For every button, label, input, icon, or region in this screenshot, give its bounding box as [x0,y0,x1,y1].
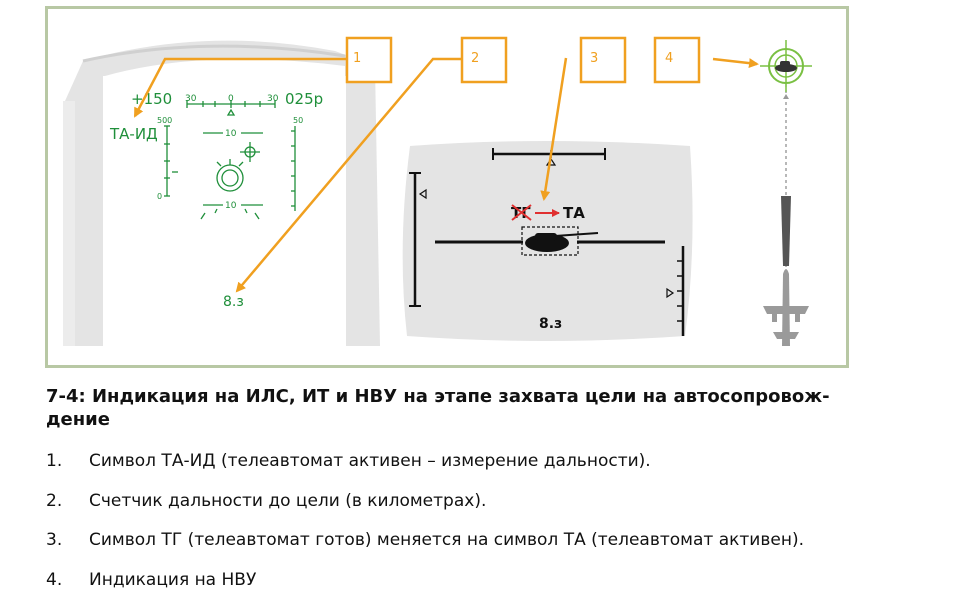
caption-line-1: 7-4: Индикация на ИЛС, ИТ и НВУ на этапе… [46,386,830,407]
hud-pitch-upper: 10 [225,129,237,139]
callouts: 1 2 3 4 [133,36,759,293]
hud-left-scale-top: 500 [157,116,172,125]
aircraft-icon [763,269,809,346]
list-item-number: 1. [46,451,63,471]
callout-2-arrow [235,57,462,293]
hud-altitude: +150 [131,90,172,108]
list-item-number: 4. [46,569,63,590]
tv-monitor [402,141,693,341]
hud-left-scale-bottom: 0 [157,192,162,201]
hud-range-readout: 8.з [223,294,244,310]
callout-1-arrow [133,57,347,118]
hud-frame [63,40,380,346]
ta-symbol: ТА [563,204,585,222]
hud-heading-tick-center: 0 [228,94,234,104]
hud-mode-label: ТА-ИД [109,125,158,143]
hud-heading-tick-right: 30 [267,94,279,104]
tv-monitor-text: ТГ ТА 8.з [511,204,585,332]
callout-4: 4 [665,51,673,66]
list-item-number: 3. [46,530,63,550]
hud-pitch-lower: 10 [225,201,237,211]
list-item-number: 2. [46,490,63,511]
illustration-panel: +150 025р ТА-ИД 30 0 30 10 10 500 0 50 8… [45,6,849,368]
figure-caption: 7-4: Индикация на ИЛС, ИТ и НВУ на этапе… [46,385,846,431]
hud-heading-tick-left: 30 [185,94,197,104]
list-item-text: Счетчик дальности до цели (в километрах)… [89,490,487,511]
hud-symbology [164,100,296,220]
tg-crossout [511,204,532,221]
callout-2: 2 [471,51,479,66]
callout-1: 1 [353,51,361,66]
tv-range-readout: 8.з [539,316,562,332]
caption-line-2: дение [46,409,111,430]
list-item-text: Символ ТГ (телеавтомат готов) меняется н… [89,530,804,550]
hud-heading-value: 025р [285,90,323,108]
hud-right-scale-top: 50 [293,116,303,125]
list-item-text: Индикация на НВУ [89,569,257,590]
callout-3-arrow [540,57,568,201]
callout-3: 3 [590,51,598,66]
nvu-indicator [760,40,812,346]
callout-4-arrow [712,57,759,69]
list-item-text: Символ ТА-ИД (телеавтомат активен – изме… [89,451,651,471]
